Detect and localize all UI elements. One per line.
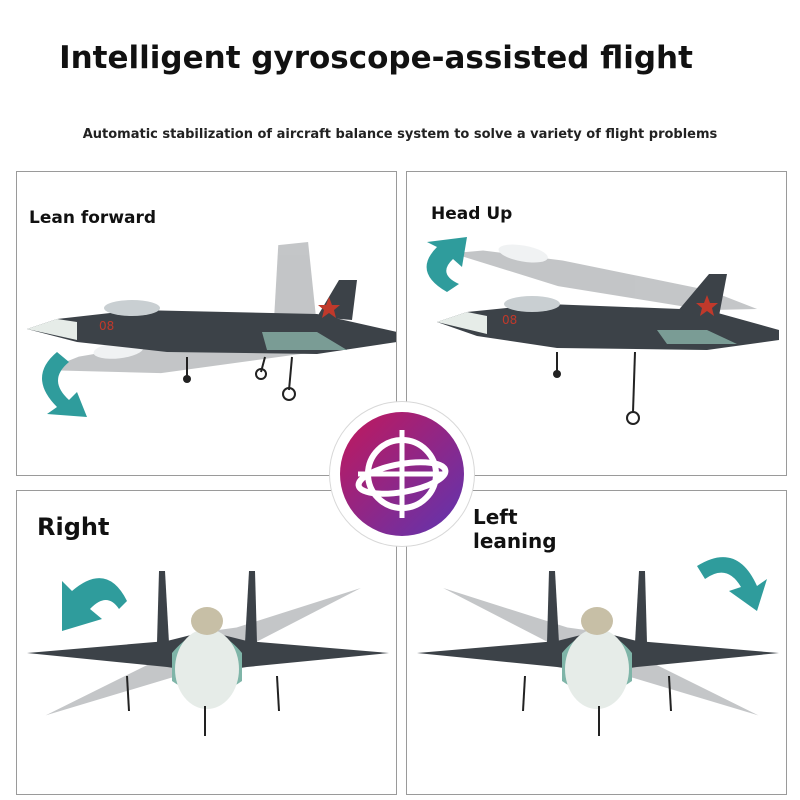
jet-front — [417, 571, 779, 736]
rotate-arrow-icon — [42, 352, 87, 417]
jet-front — [27, 571, 389, 736]
panel-head-up: 08 Head Up — [406, 171, 787, 476]
page-title: Intelligent gyroscope-assisted flight — [59, 40, 693, 76]
rotate-arrow-icon — [697, 557, 767, 611]
jet-side-illustration: 08 — [27, 241, 396, 417]
rotate-arrow-icon — [62, 578, 127, 631]
panel-left-leaning: Left leaning — [406, 490, 787, 795]
panel-label: Lean forward — [29, 208, 157, 228]
panel-lean-forward: 08 Lean forward — [16, 171, 397, 476]
gyroscope-badge — [330, 402, 474, 546]
jet-side: 08 — [27, 280, 396, 401]
page-subtitle: Automatic stabilization of aircraft bala… — [82, 127, 718, 142]
panel-right: Right — [16, 490, 397, 795]
jet-side-illustration: 08 — [426, 237, 779, 425]
panel-label: Left leaning — [473, 505, 557, 553]
jet-side: 08 — [437, 274, 779, 425]
ghost-jet-side — [452, 244, 758, 311]
rotate-arrow-icon — [426, 237, 467, 292]
panel-label: Head Up — [431, 204, 513, 224]
gyroscope-icon — [340, 412, 464, 536]
jet-marking: 08 — [502, 313, 517, 327]
jet-marking: 08 — [99, 319, 114, 333]
jet-front-illustration — [417, 557, 779, 736]
jet-front-illustration — [27, 571, 389, 736]
panel-label: Right — [37, 513, 110, 541]
